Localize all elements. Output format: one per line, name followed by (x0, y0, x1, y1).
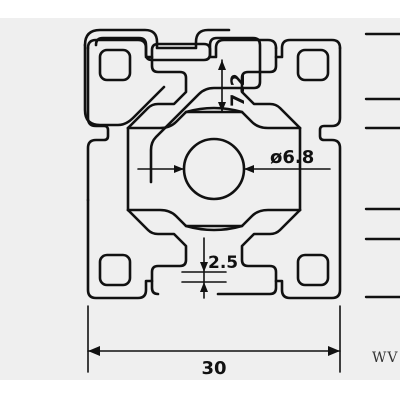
profile-outer-outline (94, 36, 262, 184)
wall-thickness-dimension: 2.5 (181, 237, 238, 299)
top-slot (126, 55, 302, 130)
drawing-background (0, 18, 400, 380)
bore-diameter-dimension: ø6.8 (137, 147, 331, 173)
width-label: 30 (201, 358, 226, 379)
bottom-slot (126, 208, 302, 283)
width-dimension: 30 (87, 305, 341, 379)
profile-left-arm (83, 28, 231, 127)
top-right-corner-pocket (296, 48, 330, 82)
bottom-right-corner-pocket (296, 253, 330, 287)
center-bore (182, 137, 246, 201)
bore-diameter-label: ø6.8 (270, 147, 314, 168)
slot-depth-dimension: 7.2 (218, 59, 249, 113)
top-left-corner-pocket (98, 48, 132, 82)
watermark-text: WV (372, 350, 399, 366)
bottom-left-corner-pocket (98, 253, 132, 287)
profile-body-outline (86, 38, 342, 300)
wall-thickness-label: 2.5 (208, 253, 238, 273)
slot-depth-label: 7.2 (227, 73, 249, 107)
right-reference-lines (364, 32, 400, 299)
